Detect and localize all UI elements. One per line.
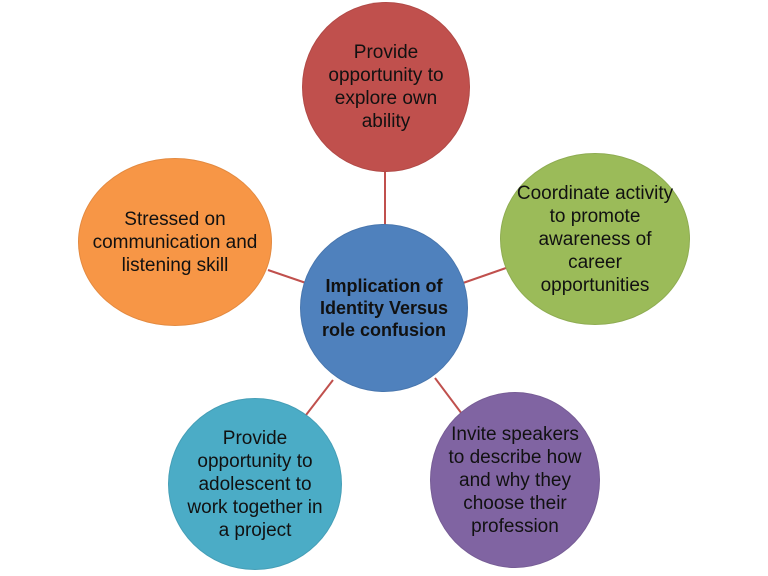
center-node: Implication of Identity Versus role conf…	[300, 224, 468, 392]
connector-right	[462, 267, 507, 284]
node-top: Provide opportunity to explore own abili…	[302, 2, 470, 172]
node-bottom-left-label: Provide opportunity to adolescent to wor…	[187, 427, 323, 541]
node-left: Stressed on communication and listening …	[78, 158, 272, 326]
connector-left	[267, 269, 307, 284]
connector-bottom-left	[305, 379, 334, 416]
node-bottom-right: Invite speakers to describe how and why …	[430, 392, 600, 568]
node-right: Coordinate activity to promote awareness…	[500, 153, 690, 325]
node-left-label: Stressed on communication and listening …	[92, 208, 258, 276]
node-bottom-right-label: Invite speakers to describe how and why …	[448, 423, 582, 537]
node-bottom-left: Provide opportunity to adolescent to wor…	[168, 398, 342, 570]
node-top-label: Provide opportunity to explore own abili…	[328, 42, 444, 132]
center-node-label: Implication of Identity Versus role conf…	[319, 276, 449, 340]
node-right-label: Coordinate activity to promote awareness…	[516, 182, 674, 296]
